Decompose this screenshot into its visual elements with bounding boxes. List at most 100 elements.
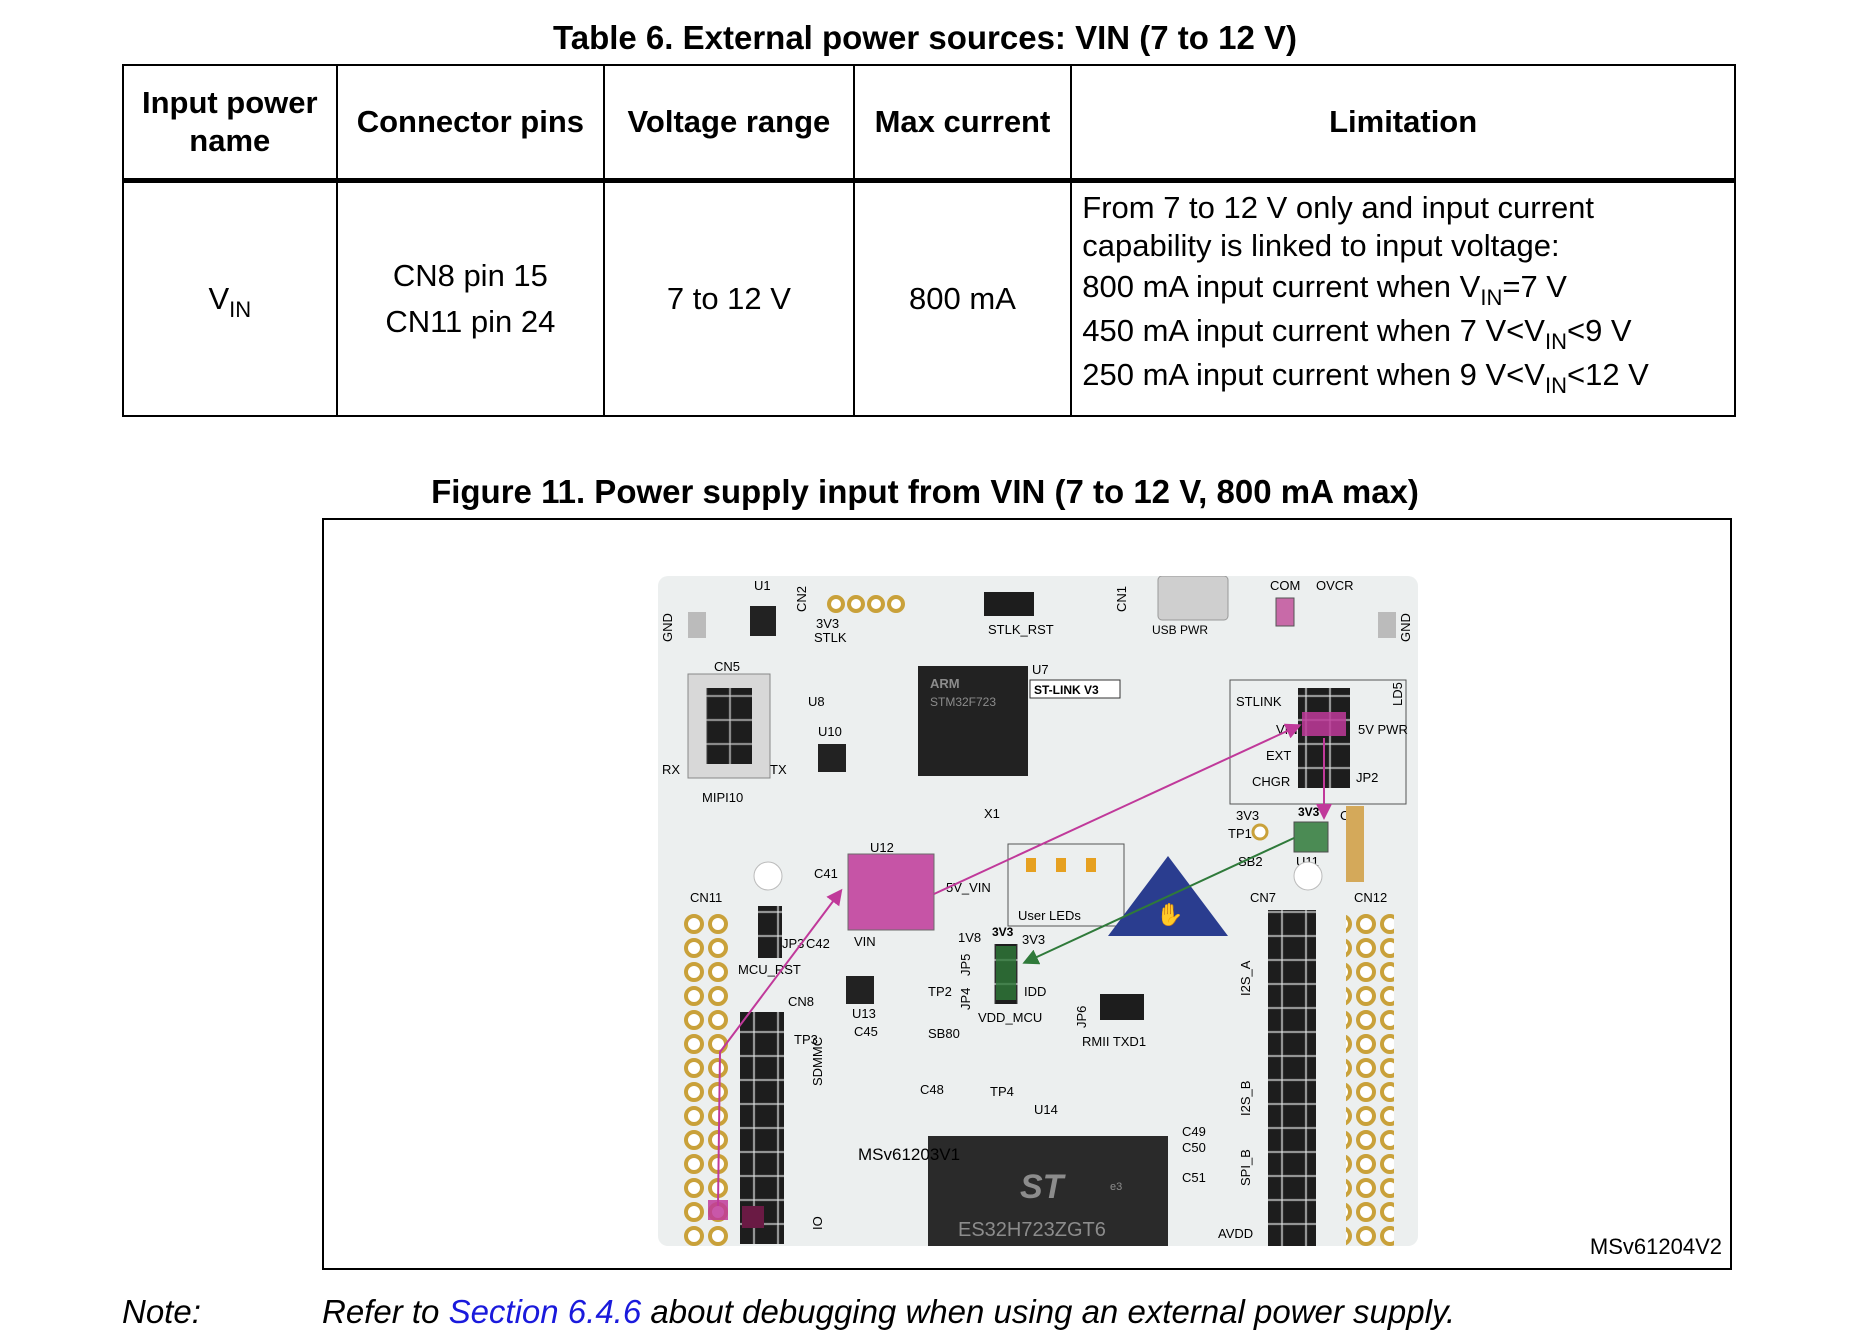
header-connector-pins: Connector pins — [335, 64, 606, 183]
vdd-mcu-label: VDD_MCU — [978, 1010, 1042, 1025]
cn1-label: CN1 — [1114, 586, 1129, 612]
mounting-hole-left — [753, 861, 783, 891]
cn8-label: CN8 — [788, 994, 814, 1009]
table-title: Table 6. External power sources: VIN (7 … — [553, 19, 1297, 56]
gnd-test-point-right: GND — [1378, 612, 1413, 642]
jp2-vin-jumper-highlight — [1302, 712, 1346, 736]
table-row: VIN CN8 pin 15 CN11 pin 24 7 to 12 V 800… — [122, 179, 1736, 417]
u12-label: U12 — [870, 840, 894, 855]
limitation-3-pre: 250 mA input current when 9 V<V — [1082, 357, 1545, 392]
u11-3v3-label: 3V3 — [1298, 805, 1320, 819]
gnd-right-label: GND — [1398, 613, 1413, 642]
note-label: Note: — [122, 1293, 201, 1330]
st-logo: ST — [1020, 1168, 1067, 1206]
power-sources-table: Input power name Connector pins Voltage … — [122, 64, 1736, 417]
c49-label: C49 — [1182, 1124, 1206, 1139]
5v-vin-label: 5V_VIN — [946, 880, 991, 895]
i2s-b-label: I2S_B — [1238, 1081, 1253, 1116]
sb2-label: SB2 — [1238, 854, 1263, 869]
user-leds-label: User LEDs — [1018, 908, 1081, 923]
cell-connector-pins: CN8 pin 15 CN11 pin 24 — [335, 179, 606, 417]
jp6-jumper — [1100, 994, 1144, 1020]
jp3-jumper — [758, 906, 782, 958]
spi-b-label: SPI_B — [1238, 1149, 1253, 1186]
tp2-label: TP2 — [928, 984, 952, 999]
cn12-label: CN12 — [1354, 890, 1387, 905]
rx-label: RX — [662, 762, 680, 777]
stlk-label: STLK — [814, 630, 847, 645]
mcu-part-mark: ES32H723ZGT6 — [958, 1219, 1106, 1241]
limitation-intro-2: capability is linked to input voltage: — [1082, 228, 1560, 263]
jp-stlink-label: STLINK — [1236, 694, 1282, 709]
sdmmc-label: SDMMC — [810, 1037, 825, 1086]
header-name-line-2: name — [189, 123, 271, 158]
cn2-header — [827, 595, 905, 613]
vin-path-arrow-1 — [717, 888, 843, 1207]
limitation-3-sub: IN — [1544, 373, 1567, 398]
usb-connector — [1157, 576, 1229, 621]
note-text: Refer to Section 6.4.6 about debugging w… — [322, 1290, 1455, 1334]
u8-label: U8 — [808, 694, 825, 709]
jp5-jumper-highlight — [996, 946, 1016, 1000]
limitation-1-sub: IN — [1480, 285, 1503, 310]
cell-limitation: From 7 to 12 V only and input current ca… — [1070, 179, 1736, 417]
cn11-pin24-highlight — [708, 1200, 728, 1220]
jp-chgr-label: CHGR — [1252, 774, 1290, 789]
sb80-label: SB80 — [928, 1026, 960, 1041]
limitation-line-1: 800 mA input current when VIN=7 V — [1082, 265, 1724, 309]
tp1-label: TP1 — [1228, 826, 1252, 841]
header-voltage-range: Voltage range — [603, 64, 855, 183]
stlk-rst-jumper — [984, 592, 1034, 616]
limitation-1-pre: 800 mA input current when V — [1082, 269, 1481, 304]
u7-label: U7 — [1032, 662, 1049, 677]
user-leds-box — [1007, 843, 1125, 927]
u14-label: U14 — [1034, 1102, 1058, 1117]
limitation-1-post: =7 V — [1502, 269, 1567, 304]
stlink-mcu — [918, 666, 1028, 776]
note-text-after: about debugging when using an external p… — [641, 1293, 1456, 1330]
limitation-2-pre: 450 mA input current when 7 V<V — [1082, 313, 1545, 348]
tp3-label: TP3 — [794, 1032, 818, 1047]
pcb-board — [658, 576, 1418, 1246]
limitation-3-post: <12 V — [1566, 357, 1649, 392]
tp1-point — [1251, 823, 1269, 841]
figure-frame: GND GND CN5 RX TX MIPI10 U1 CN2 3V3 STLK… — [322, 518, 1732, 1270]
header-max-current: Max current — [852, 64, 1073, 183]
limitation-line-3: 250 mA input current when 9 V<VIN<12 V — [1082, 353, 1724, 397]
vin-main: V — [208, 281, 230, 316]
com-label: COM — [1270, 578, 1300, 593]
stlink-v3-badge — [1029, 679, 1121, 699]
c45-label: C45 — [854, 1024, 878, 1039]
header-input-power-name: Input power name — [122, 64, 338, 183]
5v-pwr-label: 5V PWR — [1358, 722, 1408, 737]
cn12-connector — [1346, 910, 1394, 1246]
cn2-label: CN2 — [794, 586, 809, 612]
esd-hand-icon: ✋ — [1156, 902, 1183, 927]
main-mcu — [928, 1136, 1168, 1246]
u10-chip — [818, 744, 846, 772]
idd-label: IDD — [1024, 984, 1046, 999]
gnd-left-label: GND — [660, 613, 675, 642]
c41-label: C41 — [814, 866, 838, 881]
jp-ext-label: EXT — [1266, 748, 1291, 763]
vin-sub: IN — [229, 297, 252, 322]
i2s-a-label: I2S_A — [1238, 960, 1253, 996]
c50-label: C50 — [1182, 1140, 1206, 1155]
limitation-line-2: 450 mA input current when 7 V<VIN<9 V — [1082, 309, 1724, 353]
usb-pwr-label: USB PWR — [1152, 623, 1208, 637]
x1-label: X1 — [984, 806, 1000, 821]
3v3-path-arrow — [1022, 837, 1295, 965]
u10-label: U10 — [818, 724, 842, 739]
pin-cn11: CN11 pin 24 — [385, 304, 556, 339]
cn7-connector — [1268, 910, 1316, 1246]
limitation-2-post: <9 V — [1566, 313, 1632, 348]
avdd-label: AVDD — [1218, 1226, 1253, 1241]
figure-id: MSv61204V2 — [1589, 1234, 1722, 1259]
header-name-line-1: Input power — [141, 85, 318, 120]
cn11-connector — [682, 910, 730, 1246]
section-link[interactable]: Section 6.4.6 — [448, 1293, 642, 1330]
arm-mark: ARM — [930, 676, 960, 691]
mounting-hole-right — [1293, 861, 1323, 891]
io-label: IO — [810, 1216, 825, 1230]
ld5-label: LD5 — [1390, 682, 1405, 706]
